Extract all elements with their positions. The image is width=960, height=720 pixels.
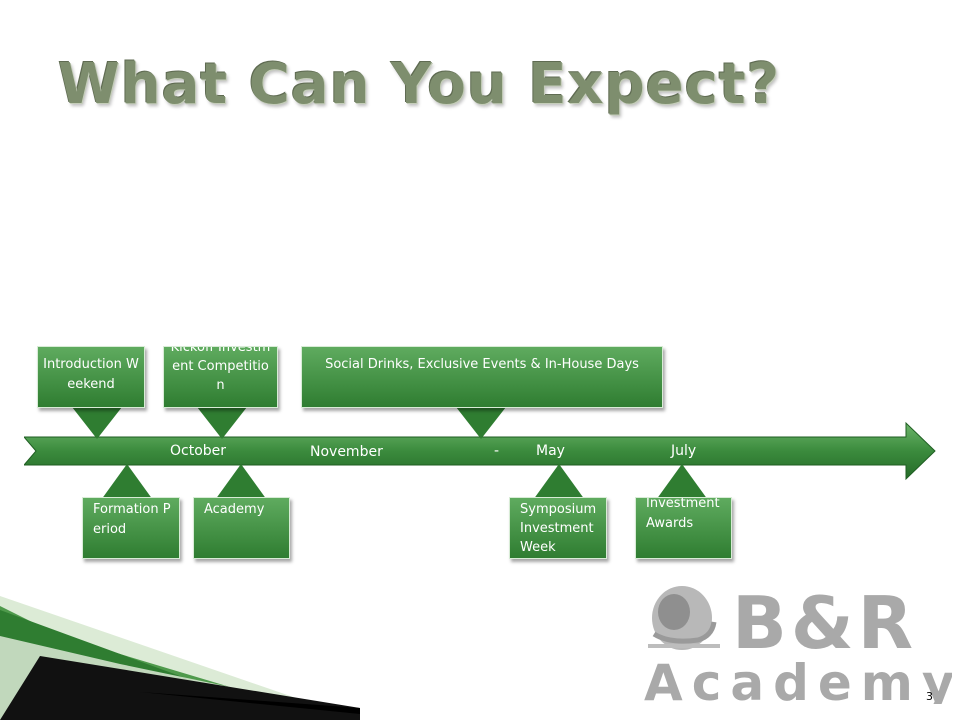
logo-academy-text: Academy xyxy=(644,654,952,704)
event-investment-awards: Investment Awards xyxy=(635,497,732,559)
month-may: May xyxy=(536,443,565,459)
logo-br-text: B&R xyxy=(732,582,917,665)
month-dash: - xyxy=(494,443,500,459)
timeline-arrow xyxy=(24,421,936,481)
br-academy-logo: B&R Academy xyxy=(644,582,952,704)
pointer-kickoff-icon xyxy=(197,407,247,439)
pointer-symposium-icon xyxy=(533,464,585,500)
month-october: October xyxy=(170,443,227,459)
event-awards-label: Investment Awards xyxy=(646,497,720,531)
month-july: July xyxy=(671,443,697,459)
pointer-introduction-icon xyxy=(72,407,122,439)
slide-title: What Can You Expect? xyxy=(58,52,781,117)
event-introduction-weekend: Introduction Weekend xyxy=(37,346,145,408)
page-number: 3 xyxy=(926,690,933,703)
event-kickoff-label: Kickoff Investment Competition xyxy=(170,346,271,393)
pointer-awards-icon xyxy=(656,464,708,500)
event-formation-period: Formation Period xyxy=(82,497,180,559)
pointer-academy-icon xyxy=(215,464,267,500)
event-symposium-investment-week: Symposium Investment Week xyxy=(509,497,607,559)
event-academy: Academy xyxy=(193,497,290,559)
bull-and-bear-statue-icon xyxy=(648,586,720,650)
pointer-social-icon xyxy=(456,407,506,439)
pointer-formation-icon xyxy=(101,464,153,500)
event-kickoff-competition: Kickoff Investment Competition xyxy=(163,346,278,408)
month-november: November xyxy=(310,444,383,460)
event-social-drinks: Social Drinks, Exclusive Events & In-Hou… xyxy=(301,346,663,408)
corner-swoosh-decoration xyxy=(0,596,360,720)
